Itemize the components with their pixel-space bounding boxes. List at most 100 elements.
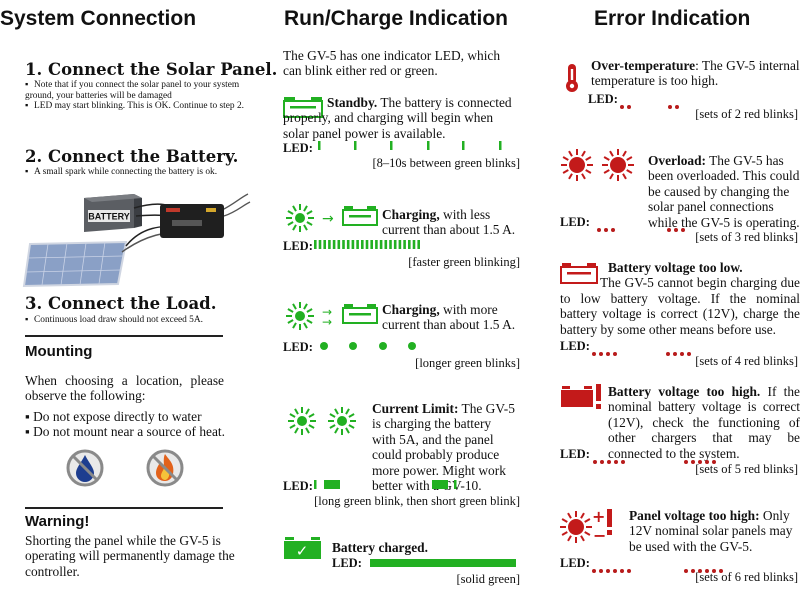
- battery-high-icon: [561, 384, 601, 409]
- divider: [25, 335, 223, 337]
- panel-overvoltage-icon: + −: [560, 507, 612, 545]
- svg-text:−: −: [593, 526, 606, 545]
- led-pattern-4: [592, 343, 620, 362]
- no-water-icon: [66, 449, 104, 487]
- charging-low-led-pattern: [314, 240, 420, 249]
- led-blink: [349, 342, 357, 350]
- controller-image: [160, 204, 224, 238]
- panel-high-text: Panel voltage too high: Only 12V nominal…: [629, 508, 793, 554]
- led-label: LED:: [560, 447, 590, 461]
- no-heat-icon: [146, 449, 184, 487]
- over-temp-text: Over-temperature: The GV-5 internal temp…: [591, 58, 800, 89]
- led-blink: [398, 240, 402, 249]
- svg-text:→: →: [322, 315, 332, 329]
- led-blink: [390, 141, 393, 150]
- led-blink: [417, 240, 420, 249]
- wiring-illustration: BATTERY: [22, 193, 251, 288]
- led-blink: [314, 480, 317, 489]
- battery-low-icon: [560, 263, 598, 284]
- svg-text:→: →: [322, 305, 332, 319]
- run-charge-intro: The GV-5 has one indicator LED, which ca…: [283, 48, 501, 79]
- warning-heading: Warning!: [25, 513, 90, 530]
- run-charge-title: Run/Charge Indication: [284, 7, 509, 30]
- led-blink: [384, 240, 388, 249]
- led-blink: [389, 240, 392, 249]
- battery-outline-icon: [283, 97, 323, 118]
- standby-caption: [8–10s between green blinks]: [372, 156, 520, 170]
- led-label: LED:: [560, 556, 590, 570]
- step1-notes: ▪Note that if you connect the solar pane…: [25, 80, 244, 112]
- batt-high-caption: [sets of 5 red blinks]: [695, 462, 798, 476]
- led-pattern-6: [592, 560, 634, 579]
- standby-led-pattern: [318, 141, 502, 150]
- led-blink: [356, 240, 359, 249]
- led-label: LED:: [560, 339, 590, 353]
- led-blink: [328, 240, 331, 249]
- svg-text:BATTERY: BATTERY: [88, 212, 130, 222]
- double-sun-icon: [288, 407, 356, 435]
- thermometer-icon: [566, 64, 578, 92]
- led-blink: [375, 240, 378, 249]
- standby-text: Standby. The battery is connected proper…: [283, 95, 512, 141]
- led-blink: [346, 240, 350, 249]
- charging-low-text: Charging, with less current than about 1…: [382, 207, 516, 238]
- solid-green-led-bar: [370, 559, 516, 567]
- step2-heading: 2. Connect the Battery.: [25, 147, 239, 166]
- led-blink: [408, 342, 416, 350]
- charged-caption: [solid green]: [456, 572, 520, 586]
- led-blink: [403, 240, 406, 249]
- current-limit-text: Current Limit: The GV-5 is charging the …: [372, 401, 515, 494]
- charging-low-caption: [faster green blinking]: [408, 255, 520, 269]
- led-pattern-6: [684, 560, 726, 579]
- led-pattern-4: [666, 343, 694, 362]
- led-blink: [379, 342, 387, 350]
- led-blink: [379, 240, 383, 249]
- batt-low-text: Battery voltage too low. The GV-5 cannot…: [560, 260, 800, 337]
- led-label: LED:: [283, 340, 313, 354]
- led-pattern-3: [667, 219, 688, 238]
- led-label: LED:: [283, 141, 313, 155]
- double-red-sun-icon: [561, 149, 634, 181]
- led-label: LED:: [560, 215, 590, 229]
- led-blink: [408, 240, 411, 249]
- step3-notes: ▪Continuous load draw should not exceed …: [25, 315, 203, 325]
- led-blink: [432, 480, 448, 489]
- led-blink: [462, 141, 465, 150]
- led-blink: [320, 342, 328, 350]
- mounting-intro: When choosing a location, please observe…: [25, 373, 224, 404]
- led-pattern-2: [620, 96, 634, 115]
- list-item: ▪ Do not expose directly to water: [25, 409, 202, 424]
- divider: [25, 507, 223, 509]
- led-pattern-3: [597, 219, 618, 238]
- over-temp-caption: [sets of 2 red blinks]: [695, 107, 798, 121]
- led-blink: [354, 141, 357, 150]
- overload-caption: [sets of 3 red blinks]: [695, 230, 798, 244]
- led-label: LED:: [283, 239, 313, 253]
- led-blink: [499, 141, 502, 150]
- led-label: LED:: [332, 556, 362, 570]
- led-blink: [324, 480, 340, 489]
- overload-text: Overload: The GV-5 has been overloaded. …: [648, 153, 800, 230]
- batt-low-caption: [sets of 4 red blinks]: [695, 354, 798, 368]
- solar-panel-image: [22, 240, 128, 288]
- current-limit-led-pattern: [314, 480, 457, 489]
- batt-high-text: Battery voltage too high. If the nominal…: [608, 384, 800, 461]
- led-blink: [314, 240, 317, 249]
- led-blink: [332, 240, 336, 249]
- led-blink: [337, 240, 341, 249]
- charging-high-caption: [longer green blinks]: [415, 356, 520, 370]
- led-pattern-5: [684, 451, 719, 470]
- sun-double-arrow-battery-icon: → →: [286, 302, 378, 330]
- current-limit-caption: [long green blink, then short green blin…: [314, 494, 520, 508]
- charging-high-text: Charging, with more current than about 1…: [382, 302, 516, 333]
- list-item: ▪ Do not mount near a source of heat.: [25, 424, 225, 440]
- svg-text:✓: ✓: [296, 542, 309, 560]
- led-blink: [342, 240, 345, 249]
- charged-title: Battery charged.: [332, 540, 428, 555]
- led-label: LED:: [283, 479, 313, 493]
- error-indication-title: Error Indication: [594, 7, 751, 30]
- led-blink: [454, 480, 457, 489]
- led-blink: [393, 240, 397, 249]
- svg-text:+: +: [592, 507, 605, 526]
- battery-charged-icon: ✓: [284, 537, 321, 560]
